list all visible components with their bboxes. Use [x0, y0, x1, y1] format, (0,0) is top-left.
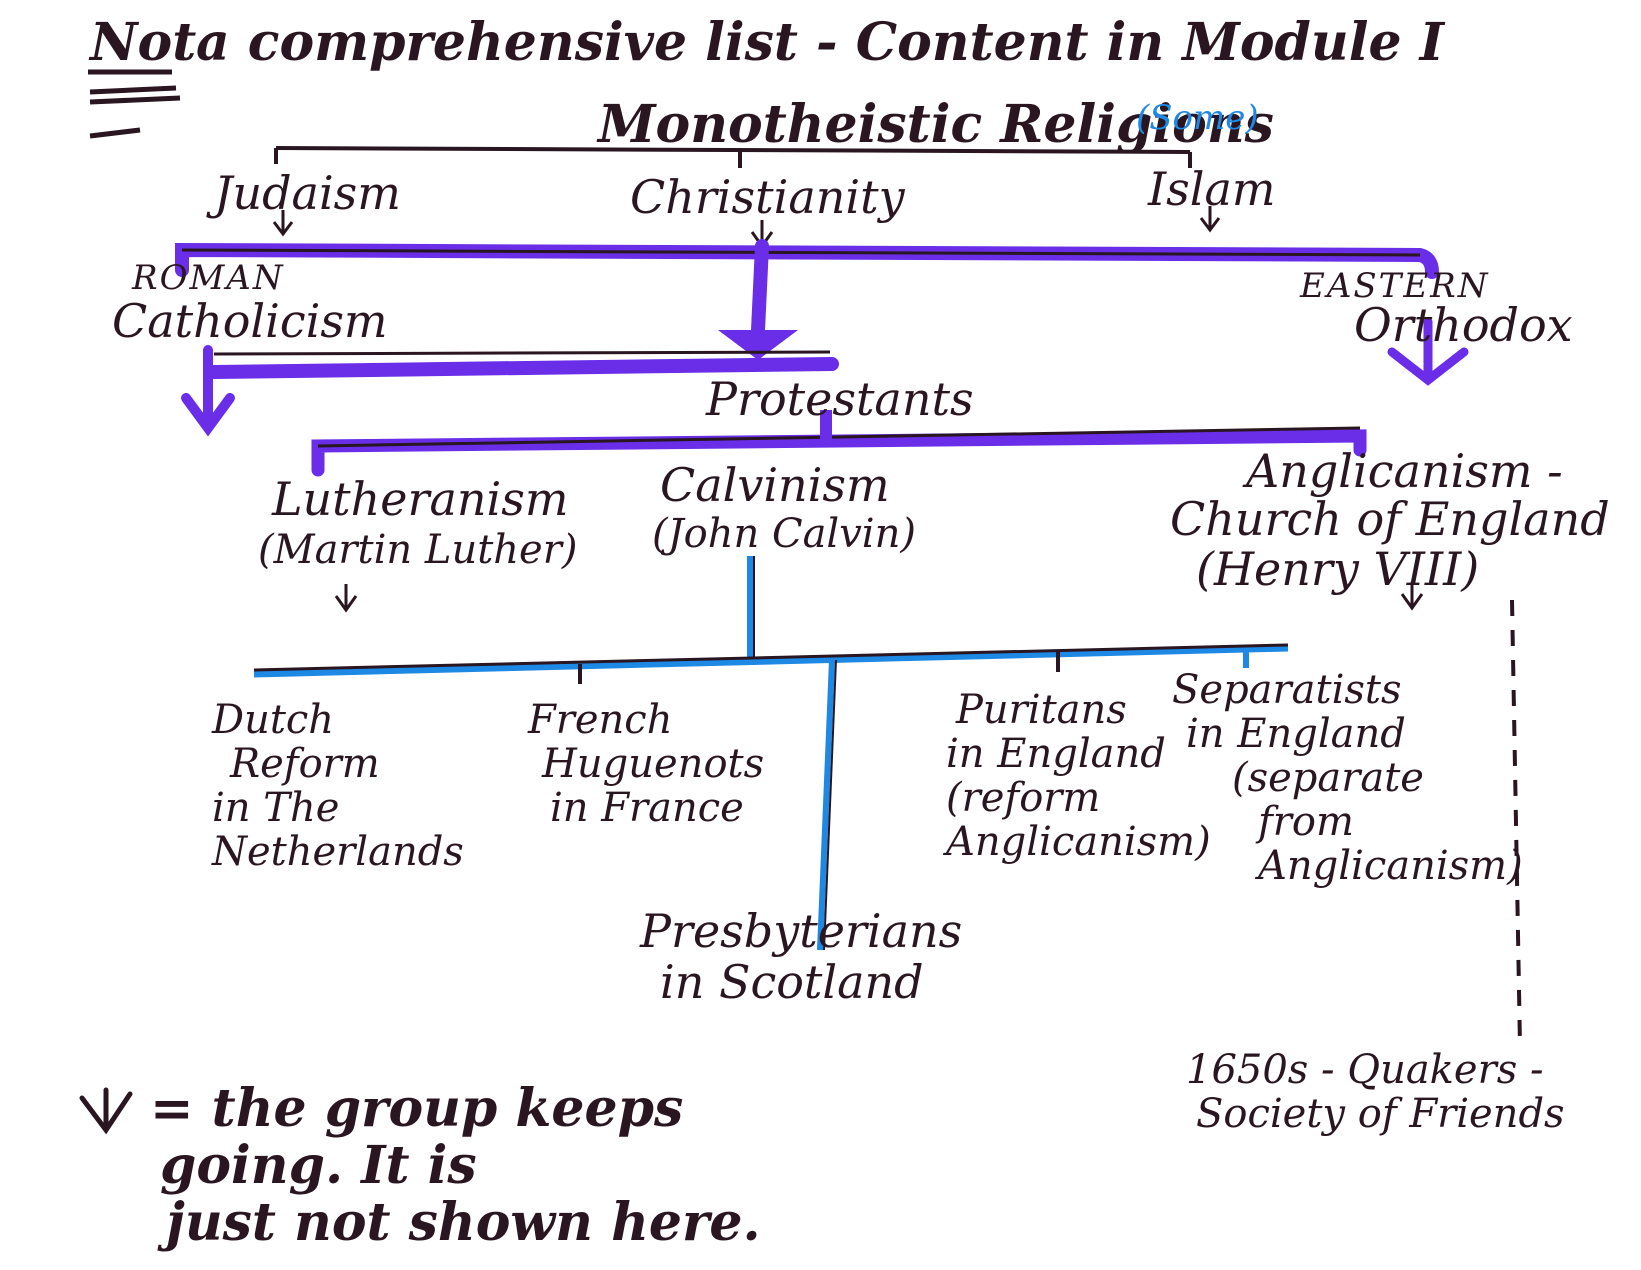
quakers-block: 1650s - Quakers - Society of Friends [1186, 1048, 1606, 1136]
legend-arrow [79, 1087, 133, 1135]
french-line-1: French [528, 697, 673, 743]
separatists-line-5: Anglicanism) [1258, 843, 1523, 889]
presbyterian-stem-ink [823, 659, 837, 951]
emphasis-mark-2 [89, 95, 181, 105]
puritans-line-4: Anglicanism) [946, 819, 1211, 865]
dutch-line-4: Netherlands [212, 829, 464, 875]
quakers-dashed-line [1510, 599, 1522, 1047]
henry-viii-label: (Henry VIII) [1196, 542, 1480, 596]
dutch-line-2: Reform [230, 741, 380, 787]
christianity-stem [751, 239, 769, 337]
catholic-protestant-bar [207, 357, 839, 379]
separatists-block: Separatists in England (separate from An… [1172, 667, 1523, 889]
puritans-line-2: in England [946, 731, 1166, 777]
heading-text: a comprehensive list - Content in Module… [196, 12, 1444, 73]
roman-catholic-arrow [181, 345, 235, 437]
puritans-line-3: (reform [946, 775, 1101, 821]
emphasis-mark-3 [89, 127, 141, 139]
puritans-block: Puritans in England (reform Anglicanism) [946, 687, 1211, 865]
catholic-protestant-bar-ink [213, 350, 831, 356]
john-calvin-label: (John Calvin) [652, 511, 916, 557]
separatists-line-2: in England [1186, 711, 1406, 757]
anglicanism-arrow [1400, 582, 1424, 611]
eastern-label: EASTERN [1300, 266, 1490, 306]
french-line-3: in France [550, 785, 744, 831]
judaism-label: Judaism [214, 166, 401, 220]
lutheranism-arrow [334, 584, 358, 613]
french-huguenots-block: French Huguenots in France [528, 698, 788, 830]
dutch-line-1: Dutch [212, 697, 335, 743]
separatists-line-1: Separatists [1172, 667, 1402, 713]
puritans-line-1: Puritans [956, 687, 1127, 733]
heading-not-text: Not [90, 12, 197, 73]
catholicism-label: Catholicism [112, 294, 388, 348]
eastern-orthodox-arrow [1387, 317, 1469, 386]
root-label: Monotheistic Religions [598, 94, 1274, 155]
presbyterian-stem [817, 659, 835, 951]
emphasis-mark-1 [89, 85, 177, 95]
christianity-label: Christianity [630, 170, 905, 224]
calvinism-label: Calvinism [660, 458, 890, 512]
protestants-arrowhead [718, 330, 798, 360]
lutheranism-label: Lutheranism [272, 472, 569, 526]
judaism-arrow [272, 210, 294, 237]
martin-luther-label: (Martin Luther) [258, 527, 578, 573]
christianity-branch-bar-ink [181, 248, 1421, 257]
church-of-england-label: Church of England [1170, 492, 1610, 546]
orthodox-label: Orthodox [1354, 298, 1573, 352]
quakers-line-1: 1650s - Quakers - [1186, 1047, 1544, 1093]
separatists-line-3: (separate [1232, 755, 1424, 801]
islam-arrow [1199, 206, 1221, 233]
protestant-branch-bar-ink [317, 426, 1361, 448]
islam-label: Islam [1148, 162, 1276, 216]
dutch-reform-block: Dutch Reform in The Netherlands [212, 698, 472, 874]
legend-block: = the group keeps going. It is just not … [150, 1080, 850, 1252]
dutch-line-3: in The [212, 785, 340, 831]
presbyterians-line-2: in Scotland [660, 954, 924, 1009]
protestants-label: Protestants [706, 372, 974, 426]
quakers-line-2: Society of Friends [1196, 1091, 1565, 1137]
legend-line-1: = the group keeps [150, 1078, 684, 1139]
separatists-line-4: from [1258, 799, 1354, 845]
french-line-2: Huguenots [542, 741, 765, 787]
protestant-branch-bar [311, 429, 1367, 477]
root-bar [275, 146, 1191, 154]
presbyterians-block: Presbyterians in Scotland [640, 906, 980, 1007]
anglicanism-label: Anglicanism - [1246, 444, 1563, 498]
roman-label: ROMAN [132, 258, 285, 298]
legend-line-2: going. It is [160, 1135, 477, 1197]
calvinist-groups-bar [253, 644, 1289, 678]
presbyterians-line-1: Presbyterians [640, 904, 963, 958]
calvinist-groups-bar-ink [253, 643, 1289, 672]
legend-line-3: just not shown here. [166, 1192, 761, 1254]
root-note: (Some) [1136, 98, 1259, 138]
heading-not: Not [90, 14, 196, 71]
